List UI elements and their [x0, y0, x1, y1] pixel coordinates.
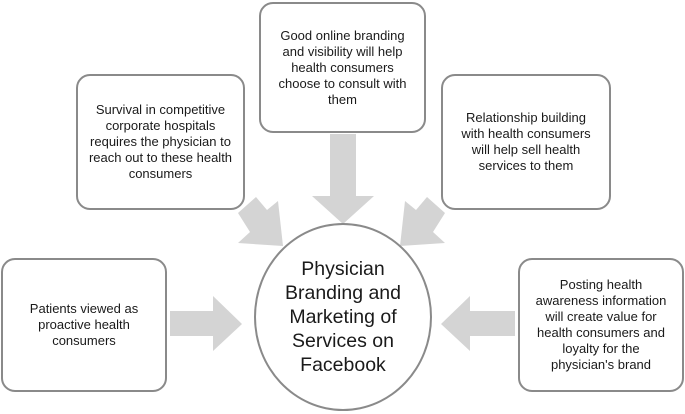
box-survival-competitive: Survival in competitive corporate hospit… — [76, 74, 245, 210]
box-health-awareness: Posting health awareness information wil… — [518, 258, 684, 392]
arrow-upper-right — [400, 197, 445, 246]
box-survival-competitive-text: Survival in competitive corporate hospit… — [88, 102, 233, 181]
box-patients-proactive-text: Patients viewed as proactive health cons… — [29, 301, 139, 348]
box-online-branding-text: Good online branding and visibility will… — [278, 27, 407, 107]
box-health-awareness-text: Posting health awareness information wil… — [535, 277, 667, 372]
arrow-top — [312, 134, 374, 224]
box-relationship-building: Relationship building with health consum… — [441, 74, 611, 210]
arrow-lower-right — [441, 296, 515, 351]
center-circle: Physician Branding and Marketing of Serv… — [254, 223, 432, 411]
box-online-branding: Good online branding and visibility will… — [259, 2, 426, 133]
arrow-lower-left — [170, 296, 242, 351]
box-patients-proactive: Patients viewed as proactive health cons… — [1, 258, 167, 392]
center-circle-text: Physician Branding and Marketing of Serv… — [284, 258, 401, 376]
box-relationship-building-text: Relationship building with health consum… — [461, 110, 591, 173]
arrow-upper-left — [238, 197, 283, 246]
